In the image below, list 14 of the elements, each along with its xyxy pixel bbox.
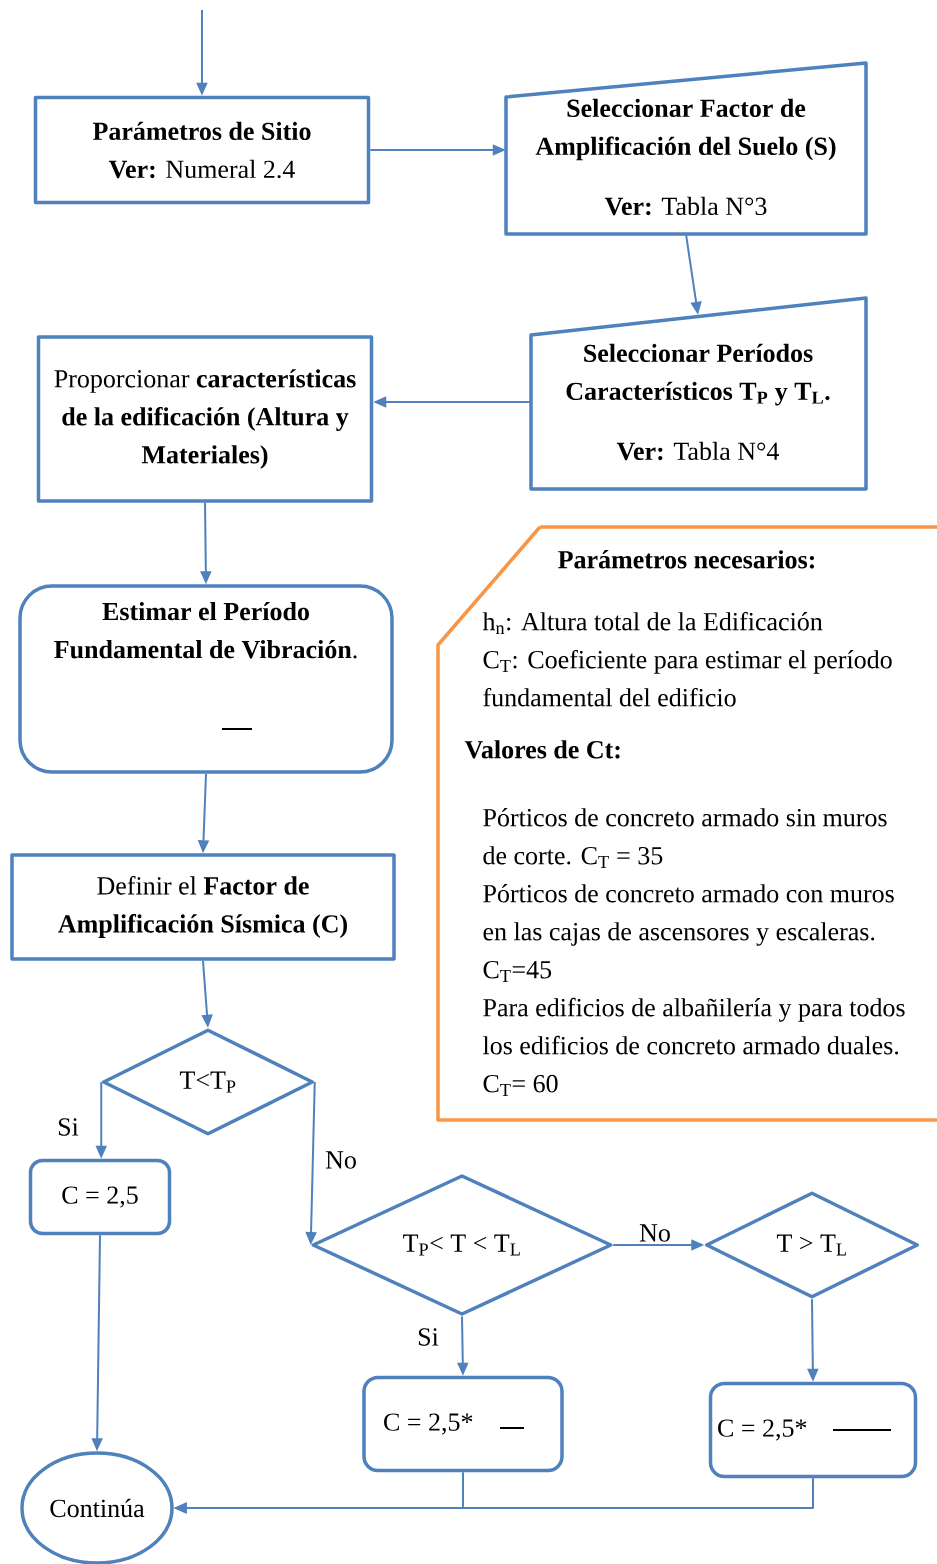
manual-input-box: Seleccionar Períodos Característicos T$_{P}$ y T$_{L}$. Ver: Tabla N°4 — [529, 296, 868, 491]
edge-label: No — [638, 1223, 672, 1243]
manual-input-box: Seleccionar Factor de Amplificación del Suelo (S) Ver: Tabla N°3 — [504, 61, 868, 236]
result-box: C = 2,5* — [362, 1375, 564, 1473]
edge-label: No — [324, 1150, 358, 1170]
result-box: C = 2,5* — [708, 1381, 918, 1479]
process-box: Definir el Factor de Amplificación Sísmica (C) — [10, 853, 396, 961]
process-box: Parámetros de Sitio Ver: Numeral 2.4 — [33, 95, 371, 205]
process-box: Proporcionar características de la edificación (Altura y Materiales) — [36, 335, 374, 503]
result-box: C = 2,5 — [28, 1158, 172, 1236]
edge-label: Si — [56, 1117, 80, 1137]
rounded-process-box: Estimar el Período Fundamental de Vibración. — [18, 584, 394, 774]
note-box: Parámetros necesarios: h$_{n}$: Altura total de la Edificación C$_{T}$: Coeficiente para estimar el período fundamental del edificio Valores de Ct: Pórticos de concreto armado sin muros de corte. C$_{T}$ = 35 Pórticos de concreto armado con muros en las cajas de ascensores y escaleras. C$_{T}$=45 Para edificios de albañilería y para todos los edificios de concreto armado duales. C$_{T}$= 60 — [436, 525, 937, 1122]
edge-label: Si — [416, 1327, 440, 1347]
